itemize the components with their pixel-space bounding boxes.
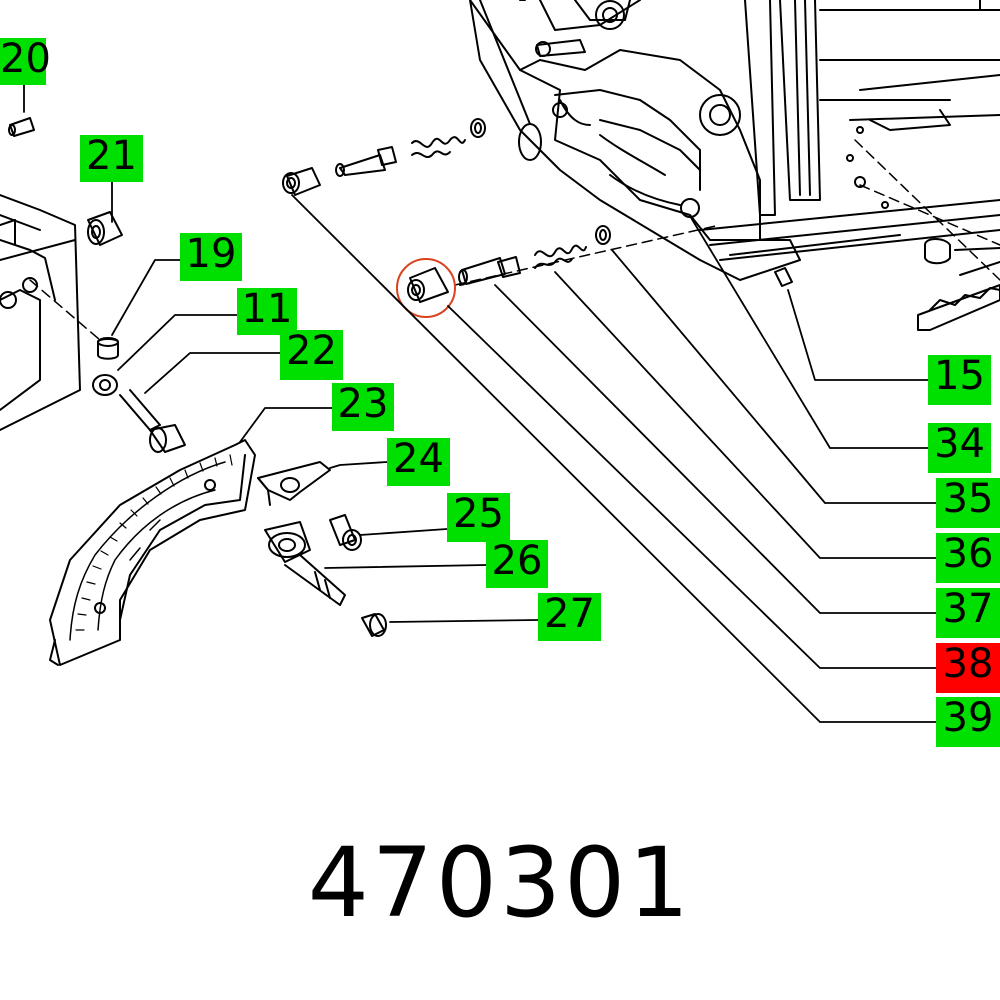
callout-23-text: 23: [337, 381, 389, 427]
callout-15[interactable]: 15: [928, 355, 991, 405]
callout-37-text: 37: [942, 586, 994, 632]
locking-knob-parts: [257, 461, 387, 637]
highlight-ring: [396, 258, 456, 318]
callout-22-text: 22: [286, 328, 337, 374]
callout-35-text: 35: [942, 476, 994, 522]
lower-pin-assembly: [396, 224, 793, 318]
callout-34[interactable]: 34: [928, 423, 991, 473]
callout-38-text: 38: [942, 641, 994, 687]
callout-22[interactable]: 22: [280, 330, 343, 380]
callout-27-text: 27: [544, 591, 595, 637]
callout-20[interactable]: 20: [0, 38, 51, 85]
callout-27[interactable]: 27: [538, 593, 601, 641]
left-fasteners: [8, 117, 186, 453]
callout-25-text: 25: [453, 491, 504, 537]
upper-pin-assembly: [282, 0, 542, 196]
callout-21[interactable]: 21: [80, 135, 143, 182]
callout-leaders: [23, 84, 937, 723]
saw-housing: [469, 0, 1000, 331]
callout-11-text: 11: [241, 286, 293, 332]
callout-19[interactable]: 19: [180, 233, 242, 281]
callout-24-text: 24: [393, 436, 444, 482]
callout-11[interactable]: 11: [237, 288, 297, 335]
part-number: 470301: [307, 827, 693, 939]
callout-15-text: 15: [934, 353, 985, 399]
callout-34-text: 34: [934, 421, 985, 467]
callout-37[interactable]: 37: [936, 588, 1000, 638]
callout-19-text: 19: [185, 231, 237, 277]
left-housing: [0, 194, 81, 431]
callout-21-text: 21: [86, 133, 137, 179]
callout-35[interactable]: 35: [936, 478, 1000, 528]
callout-26-text: 26: [491, 538, 543, 584]
callout-36-text: 36: [942, 531, 994, 577]
callout-36[interactable]: 36: [936, 533, 1000, 583]
callout-23[interactable]: 23: [332, 383, 394, 431]
callout-39[interactable]: 39: [936, 697, 1000, 747]
callout-25[interactable]: 25: [447, 493, 510, 542]
callout-38[interactable]: 38: [936, 643, 1000, 693]
callout-20-text: 20: [0, 36, 51, 82]
miter-protractor: [49, 439, 256, 666]
callout-24[interactable]: 24: [387, 438, 450, 486]
callout-26[interactable]: 26: [486, 540, 548, 588]
callout-39-text: 39: [942, 695, 994, 741]
